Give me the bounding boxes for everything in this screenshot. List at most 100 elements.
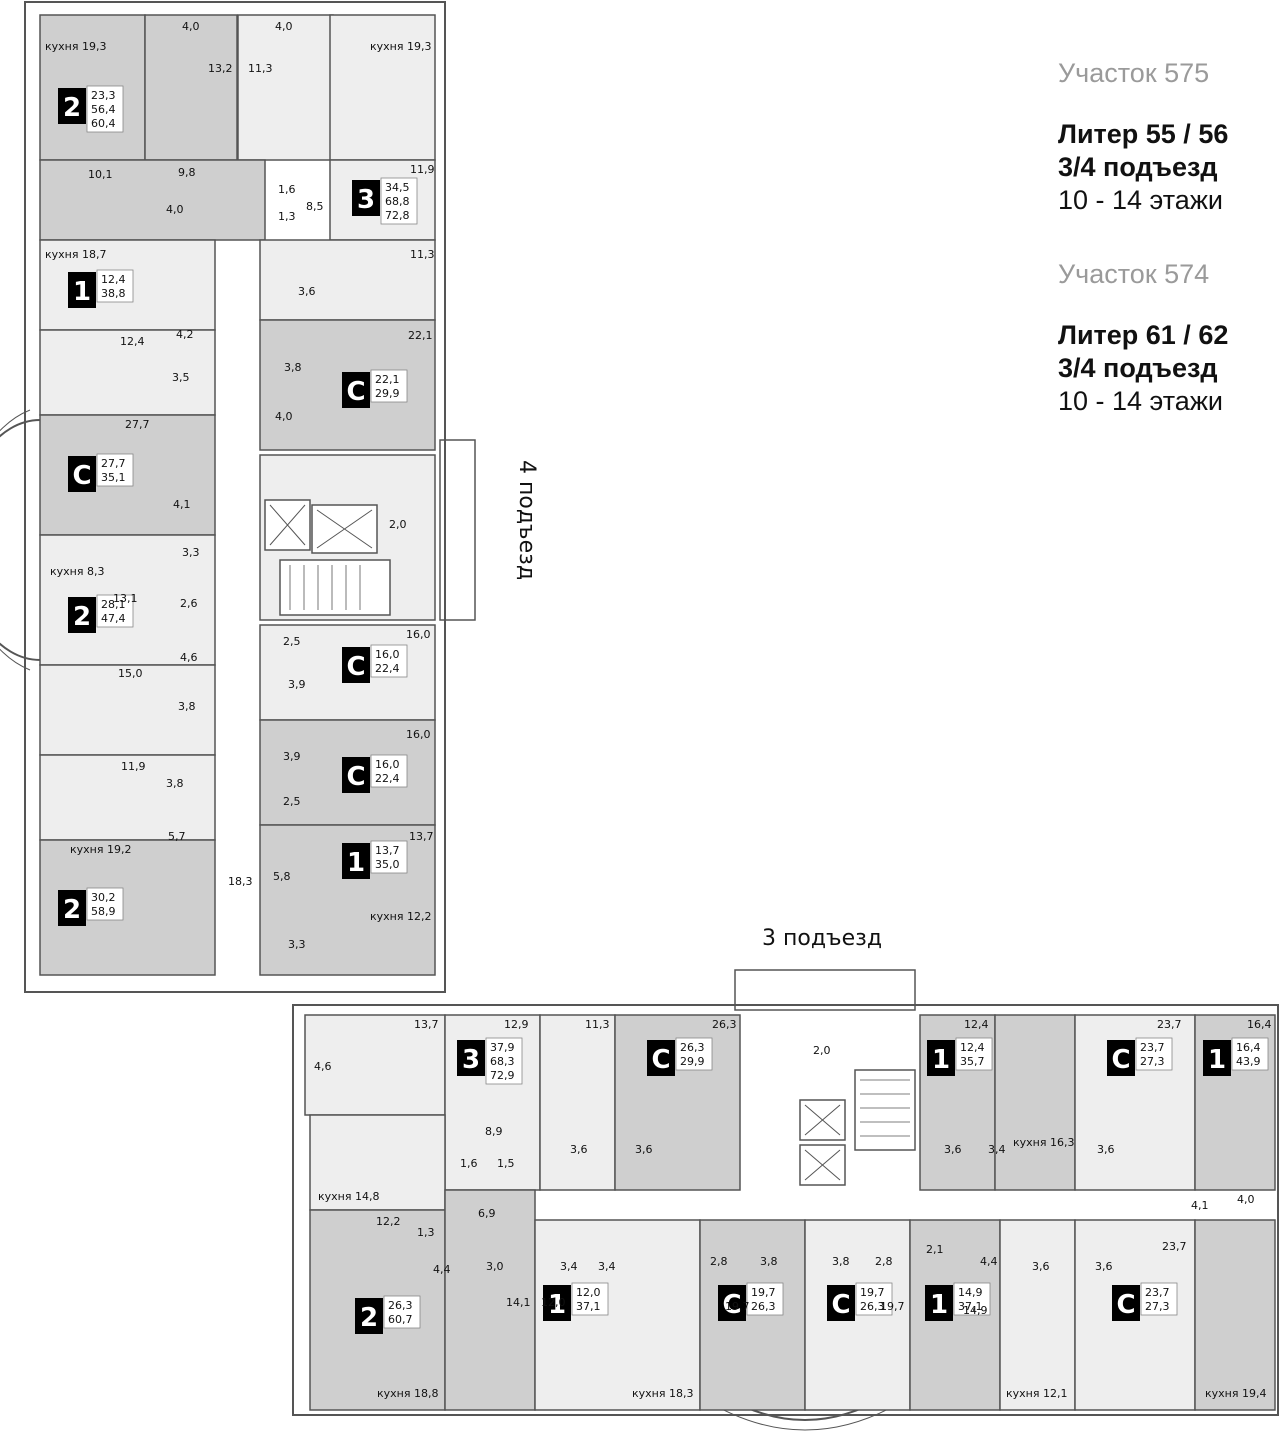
room-area-label: 2,0 xyxy=(813,1044,831,1057)
room-area-label: 16,4 xyxy=(1247,1018,1272,1031)
apartment-type-badge xyxy=(68,272,96,308)
apartment-area: 19,7 xyxy=(751,1286,776,1299)
area-box xyxy=(380,177,418,225)
apartment-type-badge xyxy=(927,1040,955,1076)
area-box xyxy=(383,1295,421,1329)
room-area-label: 12,9 xyxy=(504,1018,529,1031)
staircase xyxy=(854,1069,916,1151)
room-area-label: кухня 18,7 xyxy=(45,248,106,261)
floors-info-1: 10 - 14 этажи xyxy=(1058,185,1223,215)
area-box xyxy=(675,1037,713,1071)
room-area-label: 3,8 xyxy=(832,1255,850,1268)
room-area-label: кухня 14,8 xyxy=(318,1190,379,1203)
apartment-type-badge xyxy=(342,843,370,879)
area-box xyxy=(86,85,124,133)
room-area-label: 3,6 xyxy=(570,1143,588,1156)
wing-outline xyxy=(292,1004,1279,1416)
wing-outline xyxy=(24,1,446,993)
room-area-label: 15,0 xyxy=(118,667,143,680)
room-area-label: 3,0 xyxy=(486,1260,504,1273)
apartment-type: С xyxy=(722,1290,741,1320)
room-area-label: 16,0 xyxy=(406,628,431,641)
lift-cross xyxy=(804,1149,841,1181)
area-box xyxy=(370,644,408,678)
room-block xyxy=(39,754,216,841)
room-area-label: кухня 19,2 xyxy=(70,843,131,856)
area-box xyxy=(485,1037,523,1085)
room-area-label: 8,9 xyxy=(485,1125,503,1138)
room-area-label: кухня 18,3 xyxy=(632,1387,693,1400)
area-box xyxy=(953,1282,991,1316)
lift-cross xyxy=(269,504,306,546)
room-block xyxy=(39,664,216,756)
apartment-area: 19,7 xyxy=(860,1286,885,1299)
room-area-label: 3,6 xyxy=(635,1143,653,1156)
room-area-label: 4,6 xyxy=(180,651,198,664)
apartment-area: 35,1 xyxy=(101,471,126,484)
apartment-area: 56,4 xyxy=(91,103,116,116)
room-area-label: кухня 19,3 xyxy=(370,40,431,53)
room-area-label: 3,6 xyxy=(298,285,316,298)
apartment-area: 16,0 xyxy=(375,758,400,771)
apartment-area: 26,3 xyxy=(680,1041,705,1054)
apartment-type: 1 xyxy=(347,848,365,878)
room-area-label: 12,4 xyxy=(120,335,145,348)
room-block xyxy=(1194,1219,1276,1411)
room-area-label: 11,3 xyxy=(248,62,273,75)
room-block xyxy=(999,1219,1076,1411)
apartment-type-badge xyxy=(58,88,86,124)
room-area-label: 3,6 xyxy=(1032,1260,1050,1273)
apartment-type-badge xyxy=(342,372,370,408)
area-box xyxy=(855,1282,893,1316)
room-area-label: 13,7 xyxy=(414,1018,439,1031)
room-area-label: 3,8 xyxy=(178,700,196,713)
apartment-type-badge xyxy=(68,597,96,633)
room-area-label: 9,8 xyxy=(178,166,196,179)
room-area-label: 18,3 xyxy=(228,875,253,888)
room-area-label: 4,0 xyxy=(1237,1193,1255,1206)
apartment-area: 16,0 xyxy=(375,648,400,661)
apartment-area: 26,3 xyxy=(860,1300,885,1313)
staircase xyxy=(279,559,391,616)
apartment-area: 27,3 xyxy=(1145,1300,1170,1313)
apartment-type-badge xyxy=(342,757,370,793)
room-area-label: 3,4 xyxy=(560,1260,578,1273)
room-block xyxy=(534,1219,701,1411)
apartment-type: 1 xyxy=(932,1045,950,1075)
building-bottom-wing xyxy=(292,969,1279,1431)
apartment-area: 27,3 xyxy=(1140,1055,1165,1068)
room-area-label: 2,5 xyxy=(283,635,301,648)
apartment-area: 28,1 xyxy=(101,598,126,611)
apartment-type: 2 xyxy=(63,895,81,925)
apartment-type-badge xyxy=(718,1285,746,1321)
apartment-type: 1 xyxy=(1208,1045,1226,1075)
apartment-area: 38,8 xyxy=(101,287,126,300)
info-panel: Участок 575 Литер 55 / 56 3/4 подъезд 10… xyxy=(1058,56,1273,418)
room-area-label: 19,7 xyxy=(725,1300,750,1313)
apartment-area: 72,9 xyxy=(490,1069,515,1082)
entrance-info-1: 3/4 подъезд xyxy=(1058,152,1218,182)
room-block xyxy=(329,14,436,161)
apartment-type: 1 xyxy=(73,277,91,307)
apartment-type-badge xyxy=(827,1285,855,1321)
apartment-area: 13,7 xyxy=(375,844,400,857)
room-area-label: 14,1 xyxy=(506,1296,531,1309)
apartment-area: 23,7 xyxy=(1145,1286,1170,1299)
apartment-area: 37,1 xyxy=(958,1300,983,1313)
apartment-area: 72,8 xyxy=(385,209,410,222)
room-area-label: 3,6 xyxy=(1097,1143,1115,1156)
area-box xyxy=(571,1282,609,1316)
apartment-type: 1 xyxy=(548,1290,566,1320)
